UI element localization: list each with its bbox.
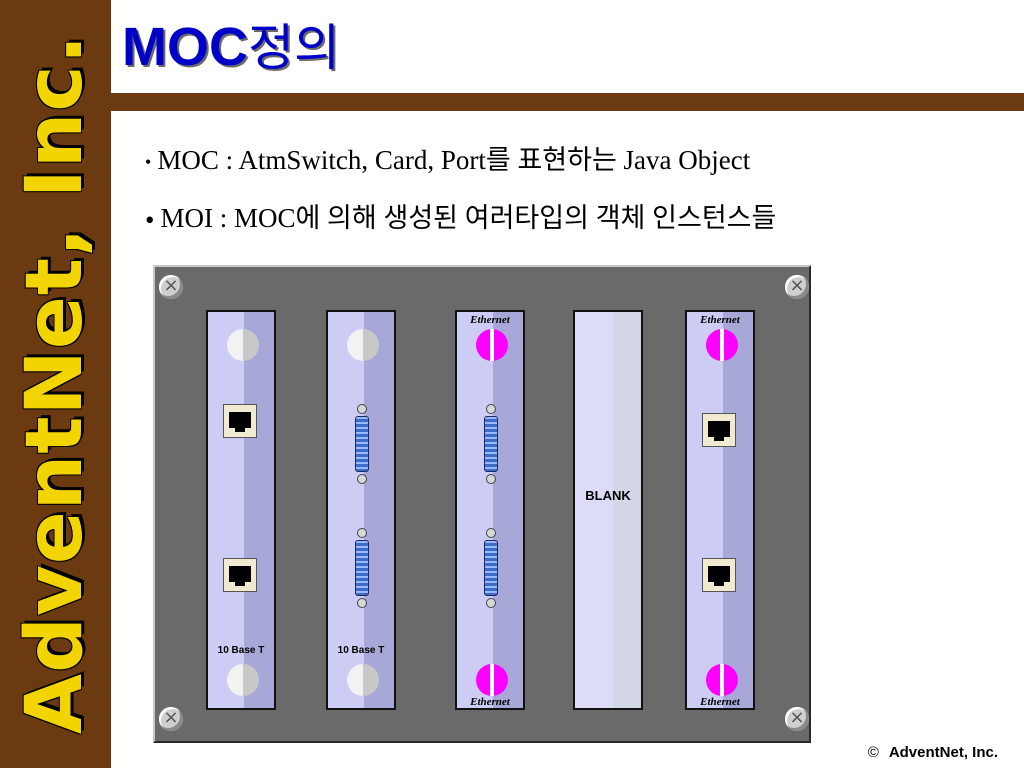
screw-icon — [159, 275, 183, 299]
rj45-port-icon[interactable] — [702, 413, 736, 447]
switch-chassis-panel: 10 Base T 10 Base T Ethernet Ethernet BL… — [153, 265, 811, 743]
title-latin: MOC — [122, 17, 248, 77]
rj45-port-icon[interactable] — [223, 404, 257, 438]
card-ethernet-rj45[interactable]: Ethernet Ethernet — [685, 310, 755, 710]
mount-hole-icon — [706, 329, 738, 361]
mount-hole-icon — [227, 329, 259, 361]
title-divider — [111, 93, 1024, 111]
mount-hole-icon — [347, 664, 379, 696]
rj45-port-icon[interactable] — [223, 558, 257, 592]
screw-icon — [785, 707, 809, 731]
slide-title: MOC정의 — [122, 12, 340, 82]
mount-hole-icon — [476, 664, 508, 696]
footer-copyright: © AdventNet, Inc. — [868, 744, 998, 761]
card-label: Ethernet — [700, 696, 740, 708]
card-label: 10 Base T — [217, 645, 265, 656]
dsub-port-icon[interactable] — [353, 404, 371, 484]
card-label: BLANK — [585, 488, 631, 503]
card-10-base-t-dsub[interactable]: 10 Base T — [326, 310, 396, 710]
sidebar-banner: AdventNet, Inc. — [0, 0, 111, 768]
card-ethernet-dsub[interactable]: Ethernet Ethernet — [455, 310, 525, 710]
bullet-text: MOC : AtmSwitch, Card, Port를 표현하는 Java O… — [157, 145, 751, 175]
mount-hole-icon — [706, 664, 738, 696]
bullet-marker: • — [145, 152, 152, 173]
brand-vertical-text: AdventNet, Inc. — [10, 33, 100, 735]
dsub-port-icon[interactable] — [482, 528, 500, 608]
screw-icon — [785, 275, 809, 299]
bullet-text: MOI : MOC에 의해 생성된 여러타입의 객체 인스턴스들 — [160, 203, 777, 233]
mount-hole-icon — [476, 329, 508, 361]
card-label: Ethernet — [470, 696, 510, 708]
bullet-moi: •MOI : MOC에 의해 생성된 여러타입의 객체 인스턴스들 — [145, 196, 776, 236]
bullet-moc: •MOC : AtmSwitch, Card, Port를 표현하는 Java … — [145, 138, 750, 177]
rj45-port-icon[interactable] — [702, 558, 736, 592]
title-korean: 정의 — [247, 19, 340, 77]
bullet-marker: • — [145, 205, 155, 236]
footer-company: AdventNet, Inc. — [888, 744, 998, 761]
card-blank[interactable]: BLANK — [573, 310, 643, 710]
card-label: 10 Base T — [337, 645, 385, 656]
card-10-base-t-rj45[interactable]: 10 Base T — [206, 310, 276, 710]
card-label: Ethernet — [700, 314, 740, 326]
mount-hole-icon — [347, 329, 379, 361]
dsub-port-icon[interactable] — [482, 404, 500, 484]
dsub-port-icon[interactable] — [353, 528, 371, 608]
copyright-symbol: © — [867, 744, 879, 761]
screw-icon — [159, 707, 183, 731]
card-label: Ethernet — [470, 314, 510, 326]
mount-hole-icon — [227, 664, 259, 696]
